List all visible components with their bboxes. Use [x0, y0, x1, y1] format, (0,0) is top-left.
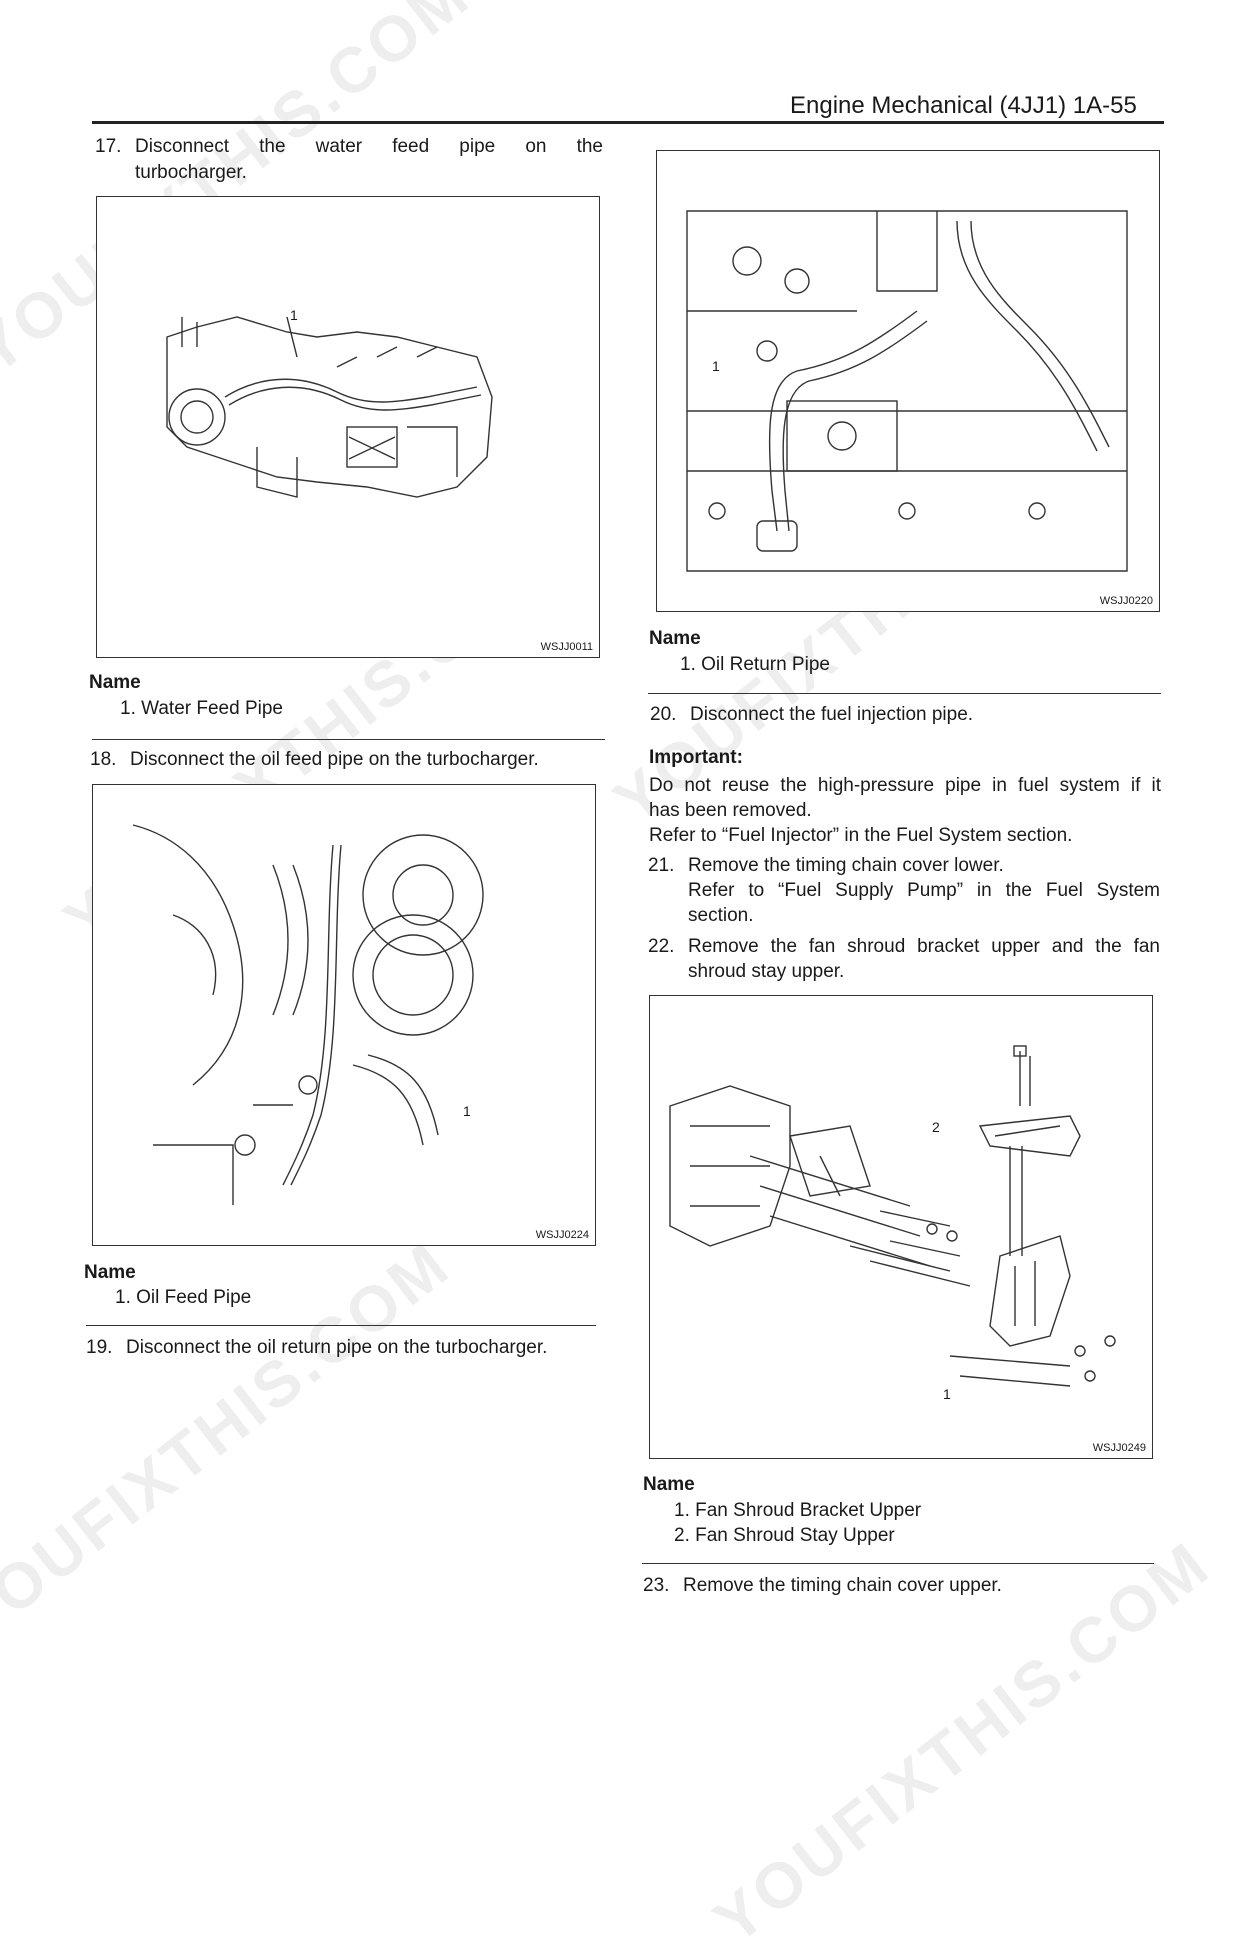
callout-label: 2	[932, 1119, 940, 1135]
page-header: Engine Mechanical (4JJ1) 1A-55	[790, 92, 1137, 119]
fan-shroud-illustration	[669, 1045, 1116, 1387]
name-item: 1. Fan Shroud Bracket Upper	[674, 1500, 922, 1521]
step-23: 23. Remove the timing chain cover upper.	[643, 1573, 1155, 1599]
name-heading: Name	[649, 628, 701, 649]
step-number: 21.	[648, 855, 675, 876]
section-divider	[642, 1563, 1154, 1564]
step-text: Remove the timing chain cover lower.	[688, 855, 1004, 876]
important-line: Do not reuse the high-pressure pipe in f…	[649, 775, 1161, 796]
step-21: 21. Remove the timing chain cover lower.…	[648, 853, 1161, 931]
figure-code: WSJJ0224	[535, 1229, 589, 1241]
important-label: Important:	[649, 747, 743, 768]
figure-oil-feed-pipe: 1 WSJJ0224	[92, 784, 596, 1246]
name-item: 1. Oil Feed Pipe	[115, 1287, 252, 1308]
header-rule	[92, 121, 1164, 124]
step-22: 22. Remove the fan shroud bracket upper …	[648, 934, 1161, 986]
step-number: 19.	[86, 1337, 113, 1358]
step-text: shroud stay upper.	[688, 961, 845, 982]
section-divider	[648, 693, 1161, 694]
name-item: 2. Fan Shroud Stay Upper	[674, 1525, 895, 1546]
step-text: section.	[688, 905, 754, 926]
step-text: Disconnect the water feed pipe on the	[135, 136, 603, 157]
figure-code: WSJJ0249	[1092, 1442, 1146, 1454]
step-text: turbocharger.	[135, 162, 247, 183]
engine-block-illustration	[686, 210, 1128, 572]
step-text: Remove the fan shroud bracket upper and …	[688, 936, 1160, 957]
callout-label: 1	[463, 1103, 471, 1119]
step-20: 20. Disconnect the fuel injection pipe.	[650, 702, 1160, 728]
step-17: 17. Disconnect the water feed pipe on th…	[95, 134, 605, 186]
important-line: has been removed.	[649, 800, 812, 821]
callout-label: 1	[712, 358, 720, 374]
engine-illustration	[166, 316, 493, 498]
step-text: Remove the timing chain cover upper.	[683, 1575, 1002, 1596]
step-text: Disconnect the oil return pipe on the tu…	[126, 1337, 548, 1358]
step-number: 20.	[650, 704, 677, 725]
name-heading: Name	[84, 1262, 136, 1283]
step-text: Disconnect the fuel injection pipe.	[690, 704, 974, 725]
step-19: 19. Disconnect the oil return pipe on th…	[86, 1335, 606, 1361]
name-item: 1. Oil Return Pipe	[680, 654, 830, 675]
step-number: 23.	[643, 1575, 670, 1596]
figure-code: WSJJ0220	[1099, 595, 1153, 607]
figure-oil-return-pipe: 1 WSJJ0220	[656, 150, 1160, 612]
name-heading: Name	[643, 1474, 695, 1495]
callout-label: 1	[943, 1386, 951, 1402]
turbocharger-illustration	[132, 824, 484, 1205]
step-number: 18.	[90, 749, 117, 770]
callout-label: 1	[290, 307, 298, 323]
important-line: Refer to “Fuel Injector” in the Fuel Sys…	[649, 825, 1073, 846]
important-text: Do not reuse the high-pressure pipe in f…	[649, 773, 1161, 848]
step-text: Refer to “Fuel Supply Pump” in the Fuel …	[688, 880, 1160, 901]
section-divider	[86, 1325, 596, 1326]
name-heading: Name	[89, 672, 141, 693]
figure-fan-shroud: 2 1 WSJJ0249	[649, 995, 1153, 1459]
figure-water-feed-pipe: 1 WSJJ0011	[96, 196, 600, 658]
step-text: Disconnect the oil feed pipe on the turb…	[130, 749, 539, 770]
figure-code: WSJJ0011	[540, 641, 593, 653]
step-18: 18. Disconnect the oil feed pipe on the …	[90, 747, 610, 773]
step-number: 17.	[95, 136, 122, 157]
name-item: 1. Water Feed Pipe	[120, 698, 283, 719]
section-divider	[92, 739, 605, 740]
step-number: 22.	[648, 936, 675, 957]
